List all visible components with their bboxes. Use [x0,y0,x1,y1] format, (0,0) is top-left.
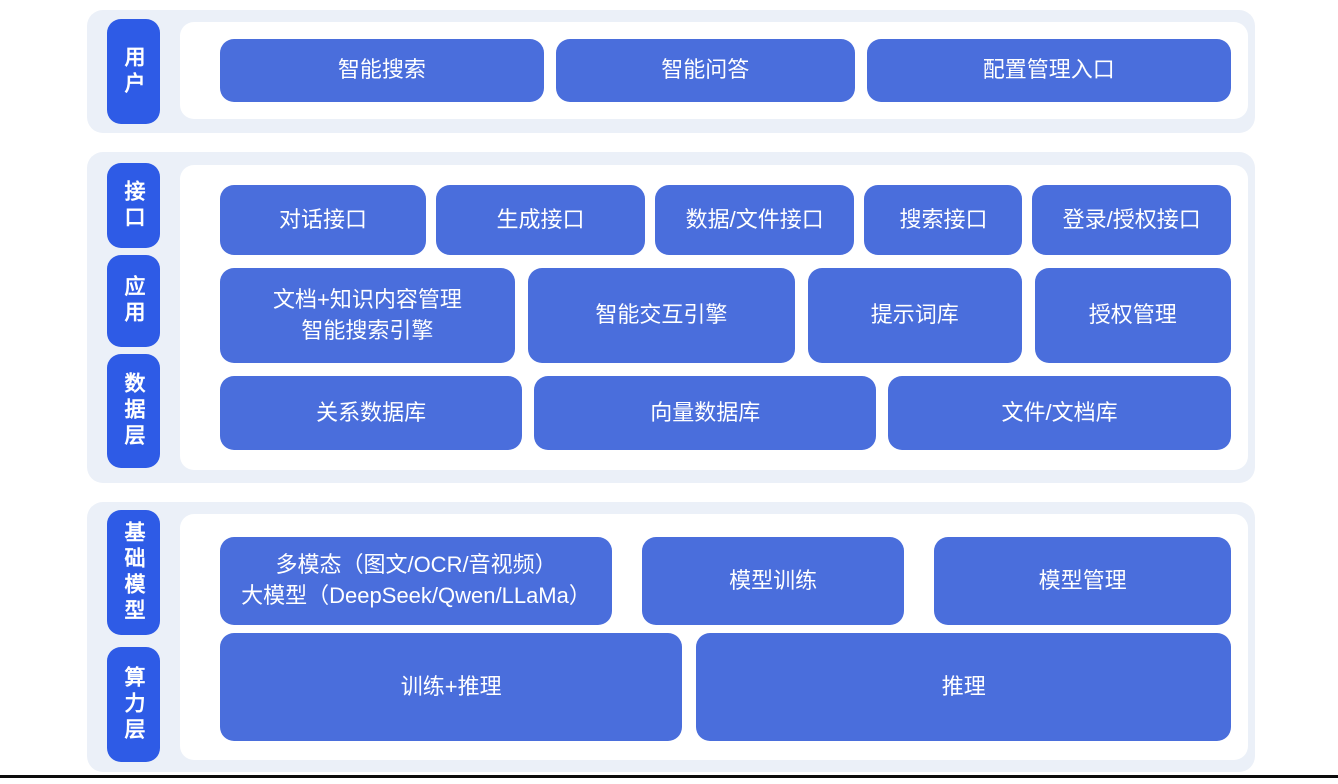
box-training-plus-inference: 训练+推理 [220,633,683,741]
bottom-divider-line [0,775,1338,778]
compute-row: 训练+推理 推理 [220,633,1231,741]
foundation-layers-section: 基础模型 算力层 多模态（图文/OCR/音视频） 大模型（DeepSeek/Qw… [87,502,1255,772]
interface-layer-pill: 接口 [107,163,160,248]
application-layer-pill: 应用 [107,255,160,347]
box-intelligent-search: 智能搜索 [220,39,544,102]
box-intelligent-qa: 智能问答 [555,39,855,102]
interface-row: 对话接口 生成接口 数据/文件接口 搜索接口 登录/授权接口 [220,185,1231,255]
box-intelligent-interaction-engine: 智能交互引擎 [527,268,795,363]
user-layer-section: 用户 智能搜索 智能问答 配置管理入口 [87,10,1255,133]
compute-layer-pill: 算力层 [107,647,160,762]
box-config-management-entry: 配置管理入口 [866,39,1231,102]
user-layer-pill: 用户 [107,19,160,124]
user-layer-row: 智能搜索 智能问答 配置管理入口 [220,39,1231,102]
foundation-layers-rail: 基础模型 算力层 [87,502,180,772]
foundation-model-layer-pill: 基础模型 [107,510,160,635]
box-multimodal-large-model: 多模态（图文/OCR/音视频） 大模型（DeepSeek/Qwen/LLaMa） [220,537,613,625]
foundation-layers-panel: 多模态（图文/OCR/音视频） 大模型（DeepSeek/Qwen/LLaMa）… [180,514,1248,760]
data-layer-pill: 数据层 [107,354,160,468]
box-authorization-management: 授权管理 [1034,268,1232,363]
box-model-training: 模型训练 [642,537,905,625]
box-generation-api: 生成接口 [436,185,645,255]
box-data-file-api: 数据/文件接口 [654,185,855,255]
box-login-auth-api: 登录/授权接口 [1032,185,1231,255]
middle-layers-panel: 对话接口 生成接口 数据/文件接口 搜索接口 登录/授权接口 文档+知识内容管理… [180,165,1248,470]
box-model-management: 模型管理 [934,537,1231,625]
user-layer-panel: 智能搜索 智能问答 配置管理入口 [180,22,1248,119]
box-relational-database: 关系数据库 [220,376,523,450]
box-file-document-store: 文件/文档库 [888,376,1231,450]
box-search-api: 搜索接口 [864,185,1023,255]
foundation-model-row: 多模态（图文/OCR/音视频） 大模型（DeepSeek/Qwen/LLaMa）… [220,537,1231,625]
box-dialog-api: 对话接口 [220,185,427,255]
user-layer-rail: 用户 [87,10,180,133]
box-vector-database: 向量数据库 [534,376,877,450]
middle-layers-rail: 接口 应用 数据层 [87,152,180,483]
middle-layers-section: 接口 应用 数据层 对话接口 生成接口 数据/文件接口 搜索接口 登录/授权接口… [87,152,1255,483]
box-prompt-library: 提示词库 [807,268,1022,363]
application-row: 文档+知识内容管理 智能搜索引擎 智能交互引擎 提示词库 授权管理 [220,268,1232,363]
data-row: 关系数据库 向量数据库 文件/文档库 [220,376,1231,450]
box-doc-knowledge-search-engine: 文档+知识内容管理 智能搜索引擎 [220,268,515,363]
box-inference: 推理 [696,633,1231,741]
